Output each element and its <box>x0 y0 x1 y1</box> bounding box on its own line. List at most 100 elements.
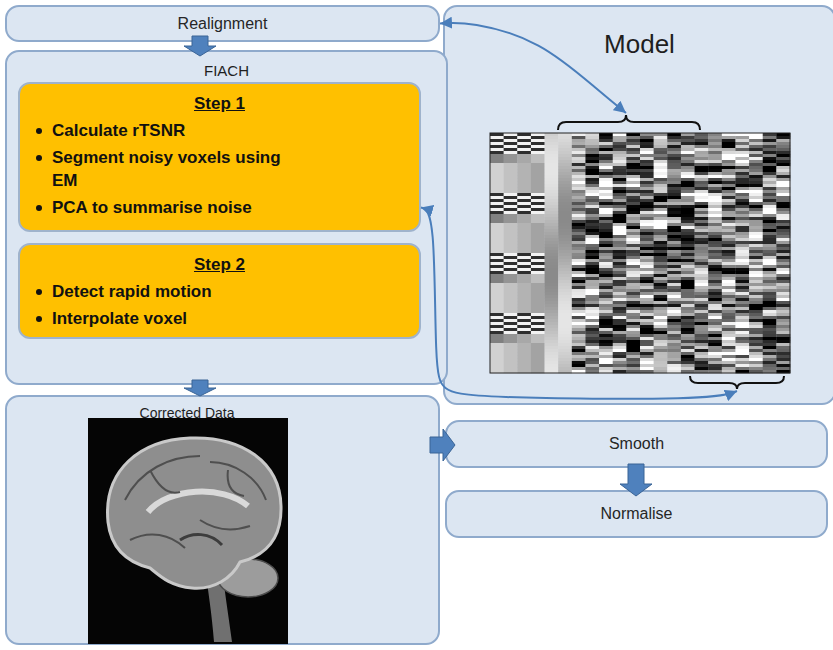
matrix-cell <box>558 148 572 151</box>
matrix-cell <box>695 289 709 292</box>
matrix-cell <box>654 310 668 313</box>
matrix-cell <box>626 259 640 262</box>
matrix-cell <box>654 229 668 232</box>
matrix-cell <box>504 196 518 199</box>
matrix-cell <box>504 181 518 184</box>
matrix-cell <box>776 220 790 223</box>
matrix-cell <box>776 178 790 181</box>
matrix-cell <box>667 310 681 313</box>
matrix-cell <box>517 139 531 142</box>
matrix-cell <box>763 337 777 340</box>
matrix-cell <box>681 325 695 328</box>
matrix-cell <box>504 142 518 145</box>
matrix-cell <box>708 268 722 271</box>
matrix-cell <box>749 352 763 355</box>
matrix-cell <box>735 244 749 247</box>
matrix-cell <box>490 307 504 310</box>
step-heading: Step 2 <box>20 245 419 276</box>
matrix-cell <box>585 133 599 136</box>
matrix-cell <box>585 286 599 289</box>
matrix-cell <box>585 271 599 274</box>
matrix-cell <box>640 310 654 313</box>
matrix-cell <box>735 226 749 229</box>
matrix-cell <box>613 367 627 370</box>
matrix-cell <box>490 190 504 193</box>
matrix-cell <box>735 199 749 202</box>
matrix-cell <box>708 199 722 202</box>
matrix-cell <box>613 319 627 322</box>
matrix-cell <box>613 295 627 298</box>
matrix-cell <box>531 358 545 361</box>
matrix-cell <box>776 163 790 166</box>
matrix-cell <box>626 367 640 370</box>
block-arrow <box>184 36 216 56</box>
matrix-cell <box>545 346 559 349</box>
matrix-cell <box>517 337 531 340</box>
matrix-cell <box>531 322 545 325</box>
matrix-cell <box>558 307 572 310</box>
matrix-cell <box>695 346 709 349</box>
matrix-cell <box>504 202 518 205</box>
matrix-cell <box>545 187 559 190</box>
matrix-cell <box>776 190 790 193</box>
matrix-cell <box>558 262 572 265</box>
matrix-cell <box>572 310 586 313</box>
matrix-cell <box>654 196 668 199</box>
matrix-cell <box>654 253 668 256</box>
matrix-cell <box>640 136 654 139</box>
matrix-cell <box>545 256 559 259</box>
matrix-cell <box>572 172 586 175</box>
matrix-cell <box>667 343 681 346</box>
matrix-cell <box>531 199 545 202</box>
matrix-cell <box>626 205 640 208</box>
matrix-cell <box>572 184 586 187</box>
matrix-cell <box>776 142 790 145</box>
matrix-cell <box>735 289 749 292</box>
matrix-cell <box>517 184 531 187</box>
matrix-cell <box>572 244 586 247</box>
matrix-cell <box>517 220 531 223</box>
matrix-cell <box>585 190 599 193</box>
matrix-cell <box>640 259 654 262</box>
matrix-cell <box>599 166 613 169</box>
matrix-cell <box>735 301 749 304</box>
matrix-cell <box>572 178 586 181</box>
matrix-cell <box>626 196 640 199</box>
matrix-cell <box>572 283 586 286</box>
matrix-cell <box>776 286 790 289</box>
matrix-cell <box>735 202 749 205</box>
matrix-cell <box>695 214 709 217</box>
matrix-cell <box>654 199 668 202</box>
matrix-cell <box>667 277 681 280</box>
matrix-cell <box>572 286 586 289</box>
matrix-cell <box>531 277 545 280</box>
matrix-cell <box>585 139 599 142</box>
matrix-cell <box>708 367 722 370</box>
matrix-cell <box>490 175 504 178</box>
matrix-cell <box>599 301 613 304</box>
matrix-cell <box>626 334 640 337</box>
matrix-cell <box>735 307 749 310</box>
matrix-cell <box>613 370 627 373</box>
matrix-cell <box>504 343 518 346</box>
matrix-cell <box>504 292 518 295</box>
matrix-cell <box>708 196 722 199</box>
matrix-cell <box>654 286 668 289</box>
matrix-cell <box>504 187 518 190</box>
matrix-cell <box>558 358 572 361</box>
matrix-cell <box>667 298 681 301</box>
matrix-cell <box>558 313 572 316</box>
matrix-cell <box>626 235 640 238</box>
matrix-cell <box>749 361 763 364</box>
matrix-cell <box>490 265 504 268</box>
matrix-cell <box>763 229 777 232</box>
matrix-cell <box>722 286 736 289</box>
matrix-cell <box>599 355 613 358</box>
matrix-cell <box>613 178 627 181</box>
matrix-cell <box>640 316 654 319</box>
matrix-cell <box>640 286 654 289</box>
matrix-cell <box>558 256 572 259</box>
matrix-cell <box>558 364 572 367</box>
matrix-cell <box>654 328 668 331</box>
matrix-cell <box>504 136 518 139</box>
